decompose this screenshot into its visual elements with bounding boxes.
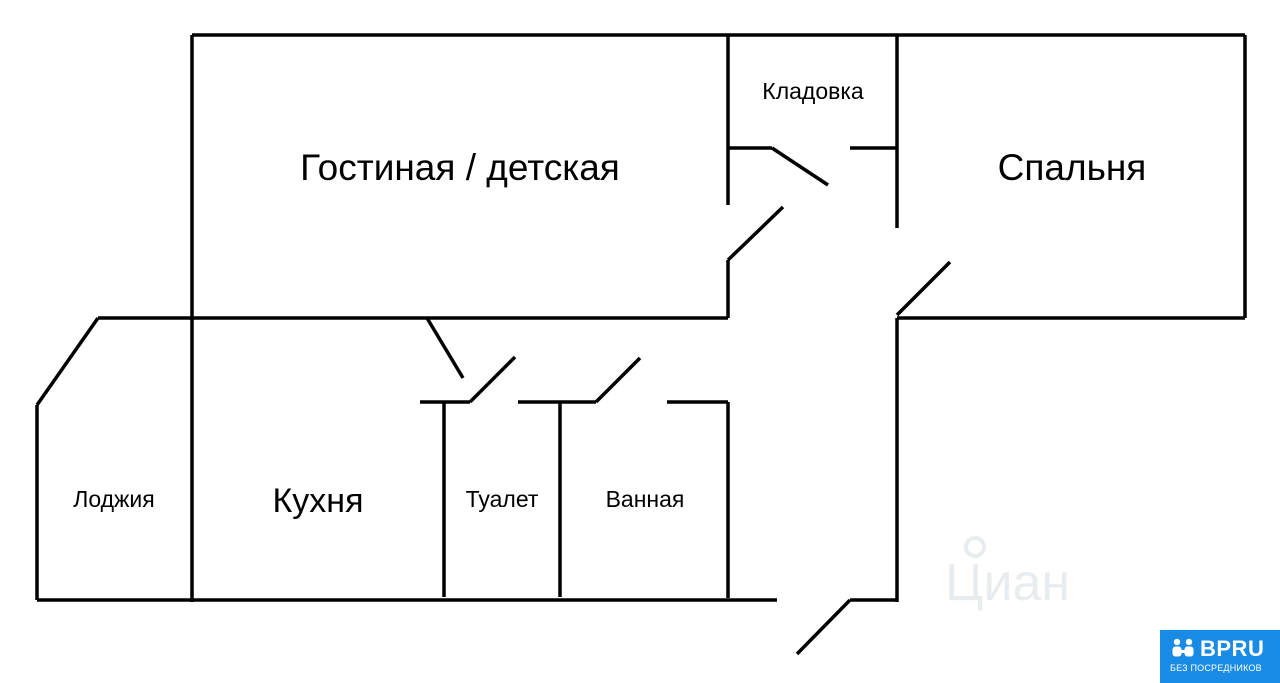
pantry-walls [728, 33, 899, 228]
bpru-badge[interactable]: BPRU БЕЗ ПОСРЕДНИКОВ [1160, 630, 1280, 683]
room-label-toilet: Туалет [466, 486, 539, 512]
badge-brand: BPRU [1200, 636, 1265, 661]
bathroom-door [594, 356, 642, 404]
entrance-door [795, 598, 852, 656]
living-room-door [726, 205, 785, 262]
people-icon [1172, 638, 1194, 657]
bathroom-walls [518, 400, 730, 598]
corridor-walls [850, 318, 899, 602]
room-label-living: Гостиная / детская [300, 147, 620, 188]
toilet-walls [420, 400, 470, 597]
room-label-loggia: Лоджия [73, 486, 155, 512]
kitchen-door [425, 317, 465, 379]
living-room-walls [190, 33, 730, 602]
room-label-kitchen: Кухня [273, 482, 364, 520]
bedroom-door [895, 260, 952, 317]
room-label-pantry: Кладовка [762, 78, 864, 104]
room-label-bathroom: Ванная [606, 486, 685, 512]
badge-tagline: БЕЗ ПОСРЕДНИКОВ [1170, 663, 1262, 673]
loggia-walls [35, 316, 192, 600]
watermark: Циан [945, 536, 1070, 612]
room-label-bedroom: Спальня [998, 147, 1147, 188]
loggia-angled-wall [35, 316, 100, 407]
watermark-text: Циан [945, 554, 1070, 612]
pantry-door [771, 146, 829, 187]
bedroom-walls [897, 33, 1247, 320]
toilet-door [468, 355, 517, 404]
